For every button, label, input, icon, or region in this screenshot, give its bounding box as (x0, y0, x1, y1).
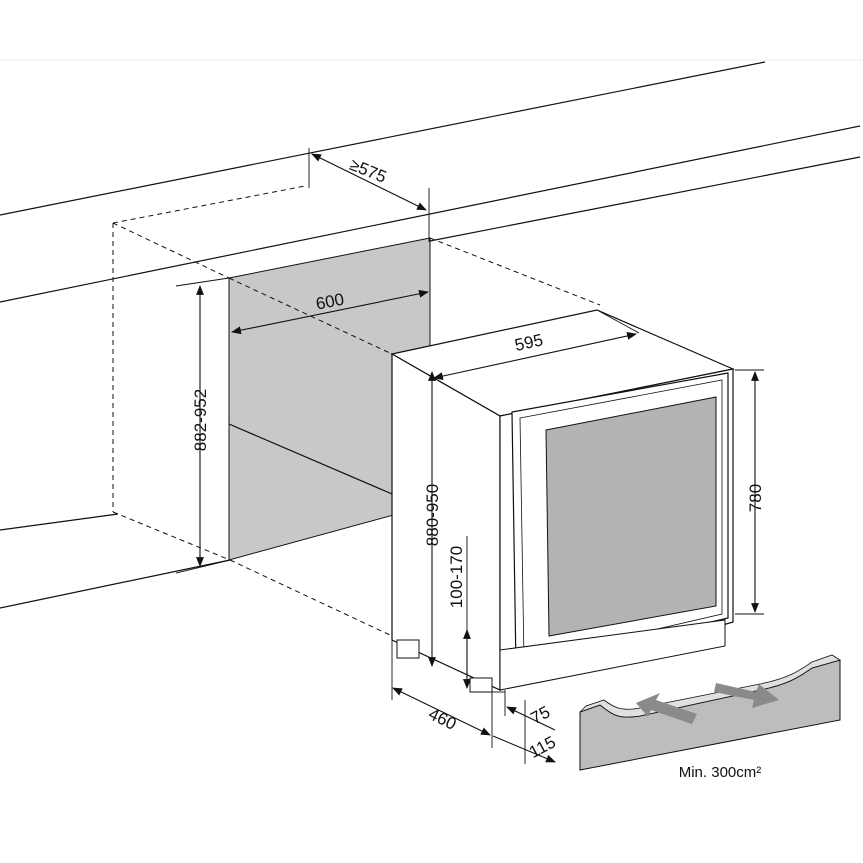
ventilation-grille (579, 654, 841, 771)
airflow-in-arrow-icon (636, 693, 697, 724)
label-feet-depth: 460 (425, 704, 459, 734)
niche-panel-crease (228, 423, 393, 495)
label-niche-height: 882-952 (191, 389, 210, 451)
label-unit-height: 880-950 (423, 484, 442, 546)
dimension-feet-height: 100-170 (447, 536, 471, 689)
door-glass (545, 396, 717, 637)
label-feet-height: 100-170 (447, 546, 466, 608)
airflow-out-arrow-icon (714, 683, 779, 708)
dimension-door-height: 780 (735, 369, 765, 615)
dimension-niche-height: 882-952 (175, 277, 231, 574)
countertop-lines (0, 61, 861, 609)
label-door-height: 780 (746, 484, 765, 512)
ventilation-label: Min. 300cm² (679, 764, 762, 781)
dimension-unit-height: 880-950 (423, 371, 442, 667)
label-plinth-offset-b: 115 (526, 732, 559, 762)
dimension-plinth-offsets: 75 115 (492, 690, 559, 764)
door (511, 372, 729, 669)
dimension-niche-width: 600 (231, 290, 429, 335)
airflow-arrows (636, 683, 779, 724)
dimension-depth-min: ≥575 (308, 148, 430, 242)
label-plinth-offset-a: 75 (528, 702, 554, 728)
